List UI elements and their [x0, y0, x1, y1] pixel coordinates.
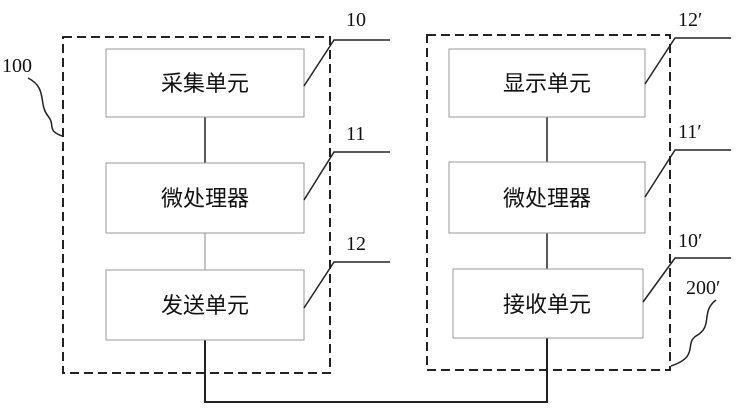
left-unit-acquisition-label: 采集单元	[161, 72, 249, 97]
ref-12: 12	[346, 233, 366, 255]
ref-100: 100	[2, 55, 32, 77]
leader-12-prime	[645, 38, 731, 84]
left-unit-sending-label: 发送单元	[161, 294, 249, 319]
leader-11	[304, 152, 390, 200]
left-unit-microprocessor: 微处理器	[106, 163, 304, 233]
leader-200-prime	[671, 300, 716, 366]
ref-10-prime: 10′	[678, 230, 702, 252]
right-unit-display-label: 显示单元	[503, 72, 591, 97]
leader-100	[28, 78, 62, 136]
ref-12-prime: 12′	[678, 9, 702, 31]
ref-200-prime: 200′	[686, 277, 720, 299]
right-unit-display: 显示单元	[449, 49, 645, 117]
right-unit-receiving-label: 接收单元	[503, 293, 591, 318]
right-unit-microprocessor: 微处理器	[449, 162, 645, 233]
left-unit-sending: 发送单元	[106, 270, 304, 340]
right-unit-microprocessor-label: 微处理器	[503, 187, 591, 212]
leader-12	[304, 262, 390, 308]
leader-10	[304, 40, 390, 86]
right-unit-receiving: 接收单元	[453, 269, 643, 338]
inter-device-link	[205, 338, 547, 402]
left-unit-microprocessor-label: 微处理器	[161, 187, 249, 212]
ref-11: 11	[346, 123, 365, 145]
ref-11-prime: 11′	[678, 121, 702, 143]
ref-10: 10	[346, 9, 366, 31]
left-unit-acquisition: 采集单元	[106, 49, 304, 117]
leader-11-prime	[645, 150, 731, 197]
